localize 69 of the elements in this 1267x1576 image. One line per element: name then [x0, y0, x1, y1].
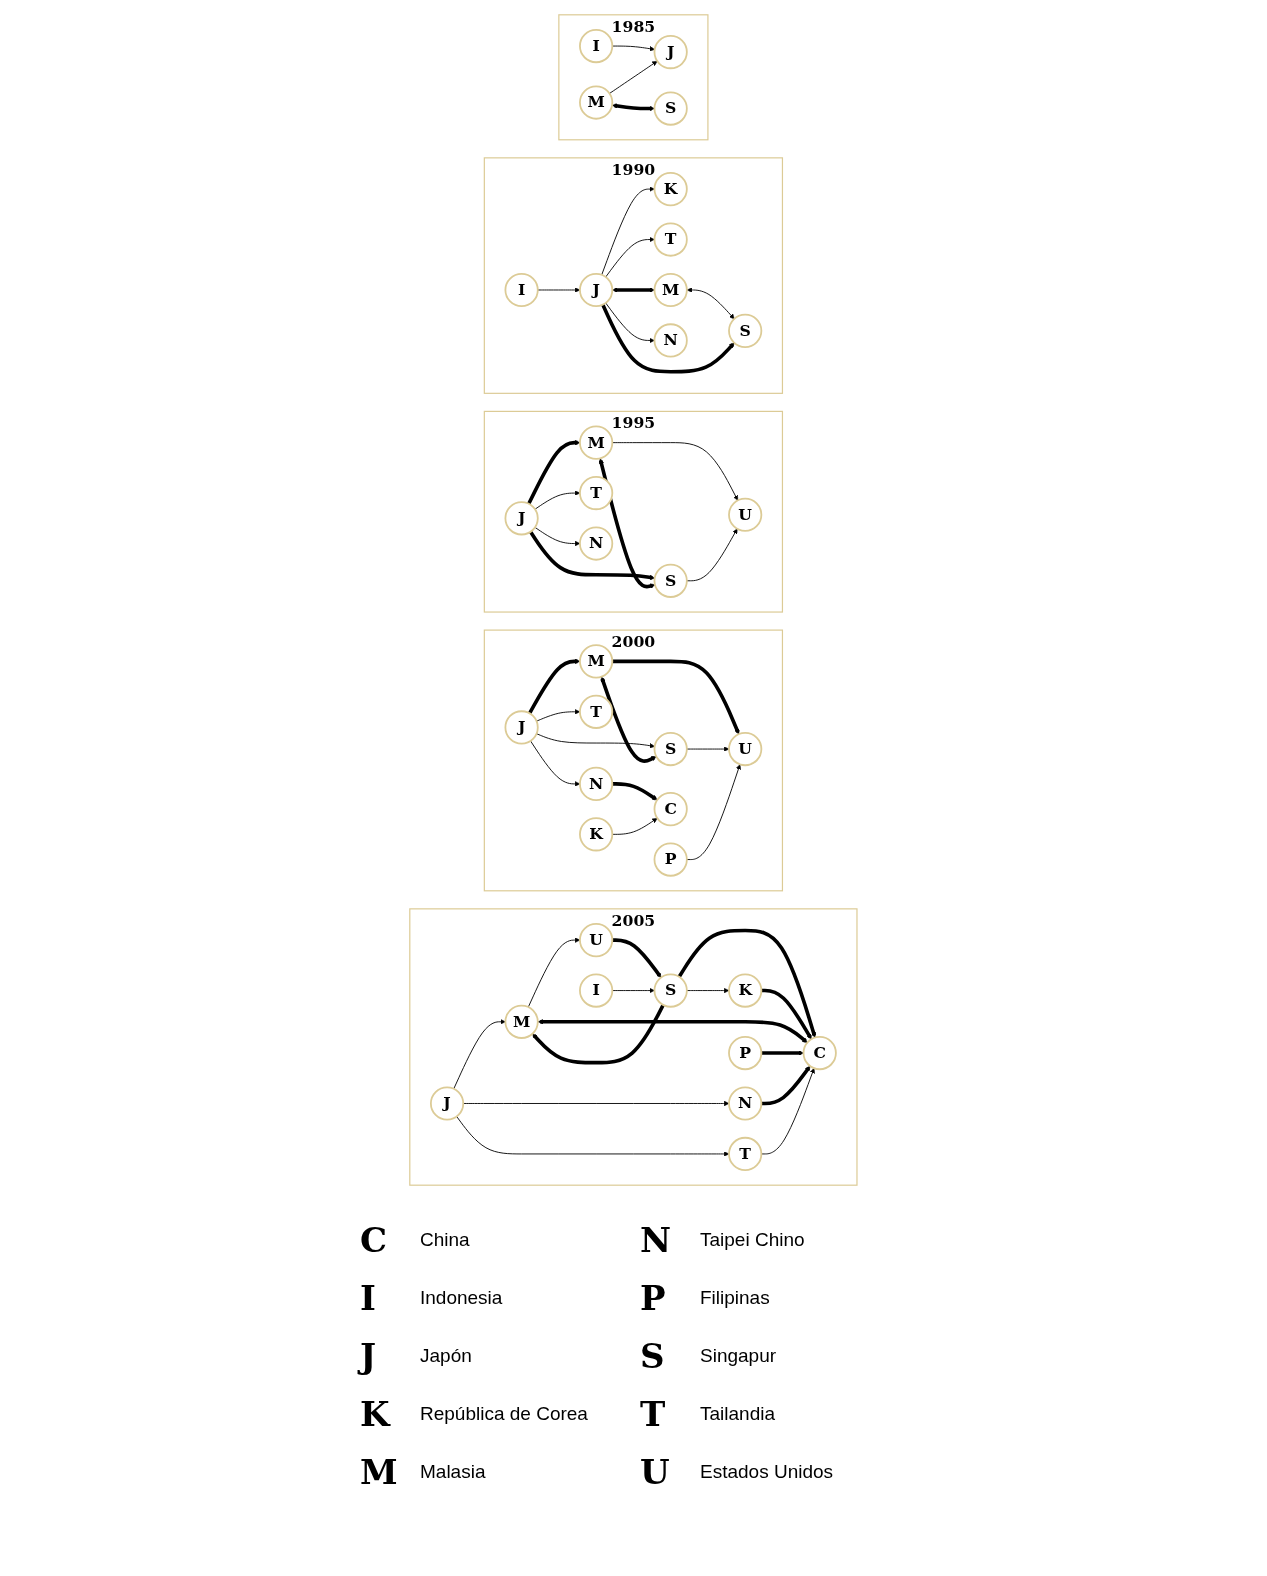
node-circle: T — [653, 222, 688, 257]
node-circle: N — [653, 323, 688, 358]
country-letter: T — [640, 1394, 667, 1434]
node-circle: M — [579, 85, 614, 120]
country-name: Singapur — [700, 1345, 778, 1367]
node-circle: C — [802, 1035, 837, 1071]
node-circle: S — [653, 563, 688, 598]
node-circle: J — [504, 710, 539, 745]
node-circle: I — [579, 28, 614, 64]
node-circle: S — [653, 973, 688, 1008]
country-name: Japón — [420, 1345, 473, 1367]
node-circle: M — [579, 425, 614, 460]
node-circle: J — [579, 272, 614, 308]
arrow — [612, 287, 655, 293]
node-circle: S — [653, 91, 688, 126]
node-circle: T — [728, 1136, 763, 1172]
arrow — [529, 530, 655, 581]
node-circle: N — [728, 1086, 763, 1121]
arrow — [532, 1004, 665, 1065]
country-letter: N — [640, 1220, 673, 1260]
node-circle: P — [653, 842, 688, 877]
node-circle: S — [653, 731, 688, 767]
arrow — [600, 676, 657, 763]
arrow — [598, 458, 656, 589]
node-circle: P — [728, 1035, 763, 1071]
country-name: Estados Unidos — [700, 1461, 835, 1483]
country-name: Indonesia — [420, 1287, 504, 1309]
arrow — [761, 988, 812, 1040]
node-circle: I — [579, 973, 614, 1008]
node-circle: U — [728, 731, 763, 767]
country-name: Filipinas — [700, 1287, 771, 1309]
node-circle: C — [653, 792, 688, 827]
arrow — [537, 1019, 808, 1043]
node-circle: T — [579, 476, 614, 511]
arrow — [612, 782, 658, 801]
arrow — [528, 658, 581, 715]
node-circle: M — [504, 1004, 539, 1039]
country-letter: M — [360, 1452, 399, 1492]
arrow — [612, 938, 662, 978]
node-circle: S — [728, 313, 763, 348]
node-circle: I — [504, 272, 539, 308]
country-letter: P — [640, 1278, 667, 1318]
node-circle: N — [579, 526, 614, 561]
arrow — [612, 659, 740, 735]
country-letter: I — [360, 1278, 377, 1318]
country-name: Malasia — [420, 1461, 487, 1483]
node-circle: J — [653, 35, 688, 70]
arrow — [677, 928, 817, 1038]
country-letter: S — [640, 1336, 666, 1376]
arrow — [761, 1065, 811, 1106]
node-circle: K — [579, 817, 614, 852]
country-letter: K — [360, 1394, 392, 1434]
country-letter: U — [640, 1452, 671, 1492]
node-circle: T — [579, 694, 614, 729]
arrow — [761, 1050, 804, 1056]
country-letter: C — [360, 1220, 389, 1260]
node-circle: M — [653, 272, 688, 308]
node-circle: K — [653, 172, 688, 207]
country-name: Taipei Chino — [700, 1229, 806, 1251]
country-name: República de Corea — [420, 1403, 589, 1425]
node-circle: J — [504, 501, 539, 536]
node-circle: K — [728, 973, 763, 1008]
country-name: Tailandia — [700, 1403, 776, 1425]
node-circle: J — [430, 1086, 465, 1121]
arrow — [612, 103, 655, 112]
node-circle: N — [579, 766, 614, 801]
node-circle: U — [728, 497, 763, 532]
country-name: China — [420, 1229, 471, 1251]
arrow — [527, 440, 581, 505]
